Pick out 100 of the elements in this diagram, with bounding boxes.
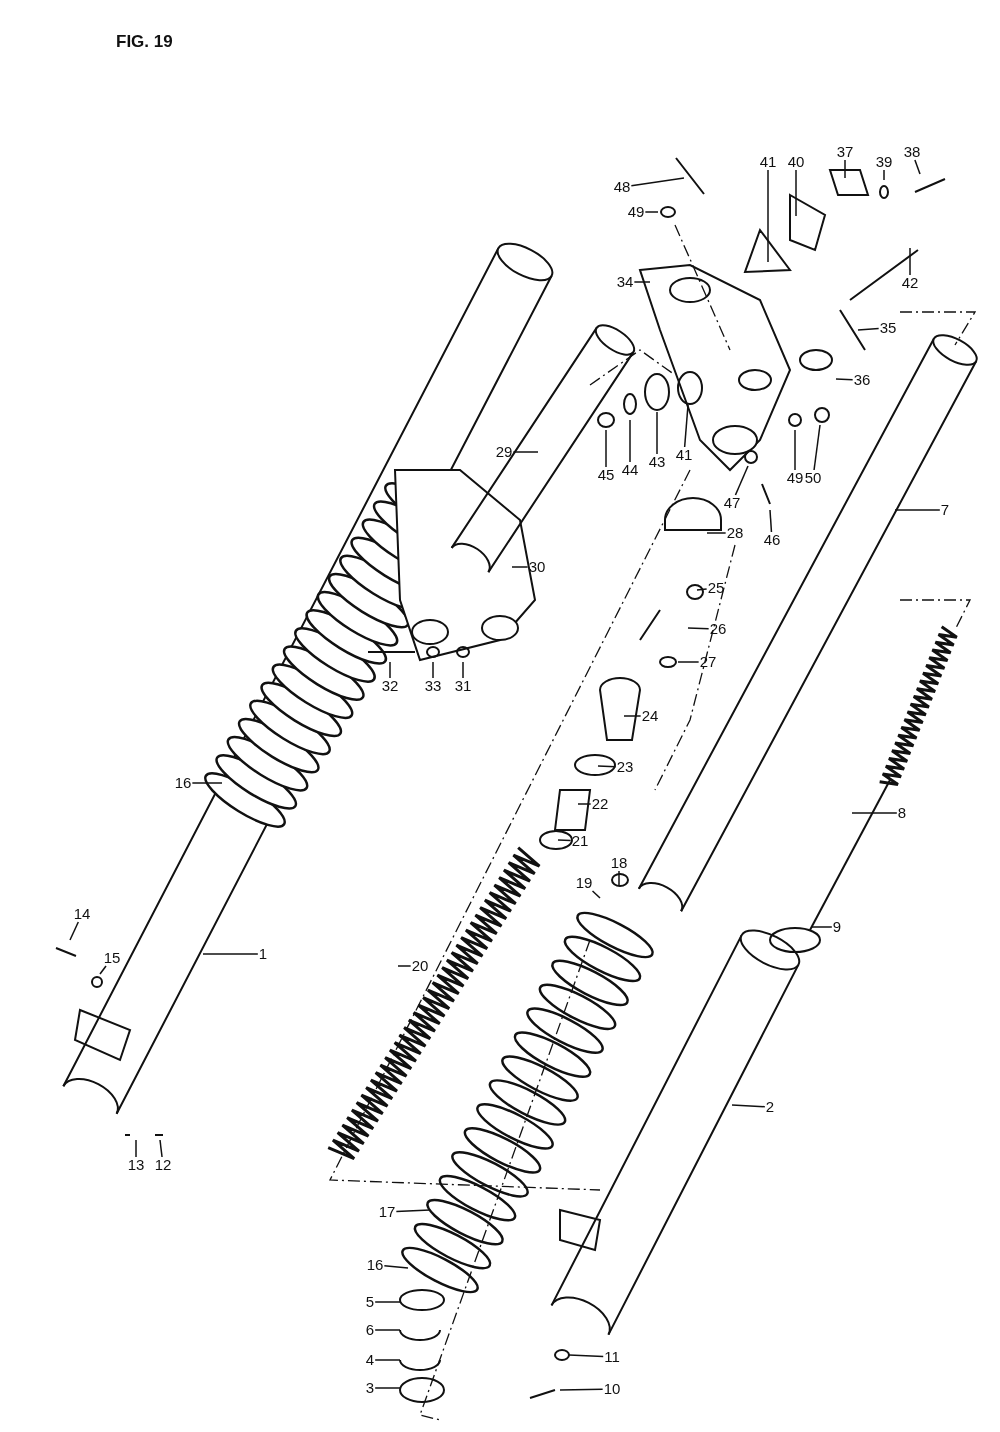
leader-line [914,159,921,175]
leader-line [559,1388,604,1391]
callout-number: 33 [423,678,443,694]
leader-line [568,1354,604,1358]
leader-line [462,661,464,679]
leader-line [851,812,898,814]
leader-line [605,429,607,468]
leader-line [202,953,259,955]
leader-line [656,411,658,455]
leader-line [374,1301,401,1303]
leader-line [591,890,601,899]
callout-number: 9 [831,919,843,935]
leader-line [857,327,880,331]
callout-number: 1 [257,946,269,962]
leader-line [696,588,708,591]
callout-number: 17 [377,1204,397,1220]
callout-number: 31 [453,678,473,694]
callout-number: 28 [725,525,745,541]
callout-number: 23 [615,759,635,775]
leader-line [374,1387,401,1389]
leader-line [909,247,911,276]
leader-line [894,509,941,511]
callout-number: 27 [698,654,718,670]
callout-number: 41 [758,154,778,170]
callout-number: 21 [570,833,590,849]
callout-number: 46 [762,532,782,548]
leader-line [511,566,529,568]
leader-line [597,765,617,768]
callout-number: 7 [939,502,951,518]
leader-line [813,424,821,471]
callout-number: 14 [72,906,92,922]
leader-line [811,926,833,928]
callout-number: 40 [786,154,806,170]
callout-number: 11 [603,1349,621,1365]
leader-line [432,661,434,679]
callout-number: 47 [722,495,742,511]
leader-line [383,1265,409,1269]
callout-number: 45 [596,467,616,483]
callout-number: 5 [364,1294,376,1310]
callout-number: 37 [835,144,855,160]
leader-line [677,661,700,663]
callout-number: 34 [615,274,635,290]
callout-number: 16 [173,775,193,791]
leader-line [374,1329,401,1331]
leader-line [389,661,391,679]
leader-line [767,169,769,263]
callout-number: 20 [410,958,430,974]
callout-number: 8 [896,805,908,821]
callout-number: 30 [527,559,547,575]
leader-line [731,1104,766,1108]
leader-line [557,839,572,842]
callout-number: 4 [364,1352,376,1368]
callout-number: 18 [609,855,629,871]
callout-number: 35 [878,320,898,336]
leader-line [99,965,107,975]
leader-line [618,870,620,886]
callout-number: 49 [626,204,646,220]
leader-line [795,169,797,217]
callout-number: 42 [900,275,920,291]
leader-line [629,419,631,463]
callout-number: 49 [785,470,805,486]
leader-line [191,782,223,784]
callout-number: 48 [612,179,632,195]
callout-number: 39 [874,154,894,170]
callout-number: 15 [102,950,122,966]
callout-number: 16 [365,1257,385,1273]
callout-number: 10 [602,1381,622,1397]
callout-number: 24 [640,708,660,724]
leader-line [633,281,651,283]
callout-number: 6 [364,1322,376,1338]
leader-line [69,921,80,941]
callout-number: 12 [153,1157,173,1173]
callout-number: 2 [764,1099,776,1115]
leader-line [883,169,885,181]
callout-number: 26 [708,621,728,637]
callout-number: 19 [574,875,594,891]
leader-line [159,1139,163,1158]
leader-line [395,1209,431,1213]
callout-number: 50 [803,470,823,486]
leader-line [512,451,539,453]
leader-line [769,509,773,533]
callout-number: 3 [364,1380,376,1396]
leader-line [835,378,854,381]
callout-number: 13 [126,1157,146,1173]
leader-line [577,803,592,805]
leader-line [734,465,749,496]
callout-number: 22 [590,796,610,812]
leader-line [135,1139,137,1158]
callout-number: 36 [852,372,872,388]
figure-title: FIG. 19 [116,32,173,52]
callout-number: 25 [706,580,726,596]
callout-number: 41 [674,447,694,463]
leader-line [794,429,796,471]
callout-number: 32 [380,678,400,694]
callout-number: 29 [494,444,514,460]
leader-line [644,211,659,213]
callout-number: 43 [647,454,667,470]
callout-number: 44 [620,462,640,478]
leader-line [844,159,846,179]
leader-line [706,532,727,534]
